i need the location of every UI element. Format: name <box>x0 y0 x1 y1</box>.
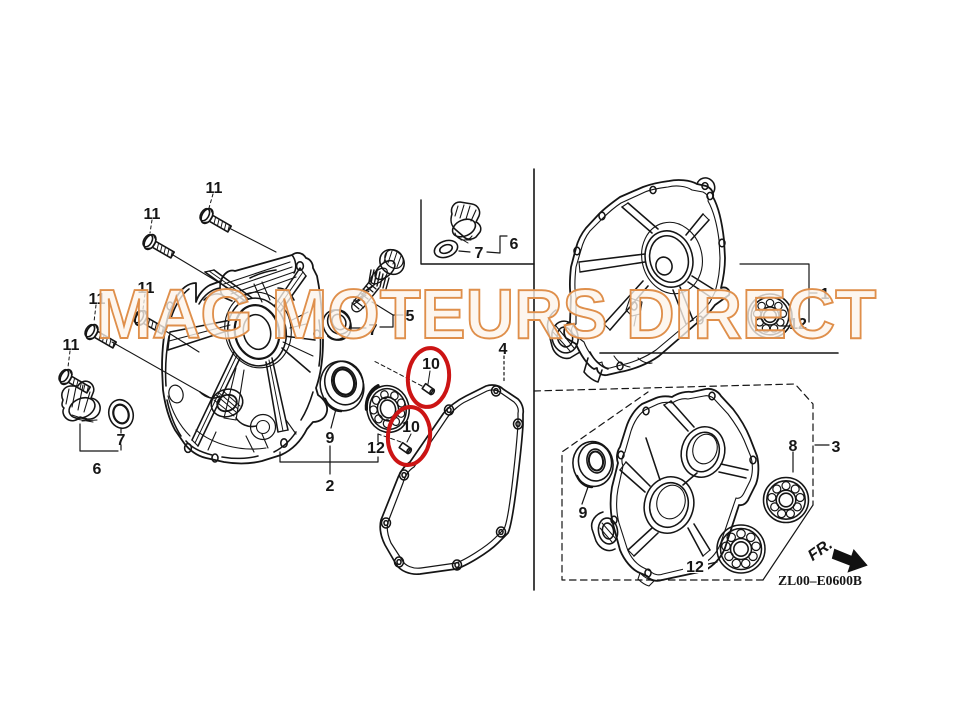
svg-text:4: 4 <box>499 341 508 358</box>
svg-text:3: 3 <box>832 439 841 456</box>
svg-text:6: 6 <box>510 236 519 253</box>
svg-text:ZL00–E0600B: ZL00–E0600B <box>778 574 862 589</box>
svg-text:12: 12 <box>789 316 807 333</box>
svg-text:10: 10 <box>422 356 440 373</box>
svg-text:9: 9 <box>579 505 588 522</box>
svg-text:11: 11 <box>89 291 106 308</box>
svg-text:12: 12 <box>367 440 385 457</box>
svg-text:6: 6 <box>93 461 102 478</box>
svg-text:2: 2 <box>326 478 335 495</box>
svg-text:12: 12 <box>686 559 704 576</box>
svg-text:11: 11 <box>206 180 223 197</box>
svg-text:7: 7 <box>117 432 126 449</box>
svg-text:11: 11 <box>144 206 161 223</box>
svg-text:7: 7 <box>475 245 484 262</box>
svg-text:8: 8 <box>789 438 798 455</box>
svg-text:11: 11 <box>138 280 155 297</box>
svg-text:11: 11 <box>63 337 80 354</box>
svg-text:9: 9 <box>326 430 335 447</box>
svg-text:5: 5 <box>406 308 415 325</box>
svg-text:7: 7 <box>369 322 378 339</box>
svg-text:FR.: FR. <box>805 536 836 565</box>
svg-text:1: 1 <box>821 286 830 303</box>
svg-text:10: 10 <box>402 419 420 436</box>
